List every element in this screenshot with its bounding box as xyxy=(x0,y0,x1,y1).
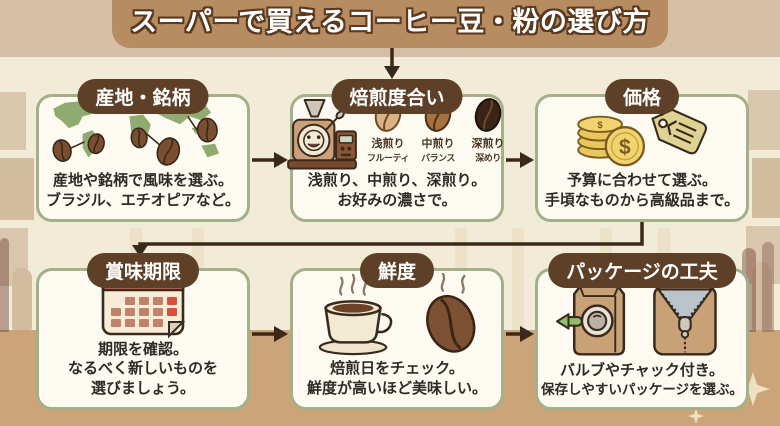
card-origin-brand-header: 産地・銘柄 xyxy=(77,79,209,114)
svg-text:$: $ xyxy=(597,121,603,132)
card-freshness: 鮮度 xyxy=(290,253,504,410)
shelf-bottle xyxy=(12,268,32,330)
card-package-text-line: 保存しやすいパッケージを選ぶ。 xyxy=(540,382,744,398)
shelf-dark-bottle xyxy=(0,238,9,332)
shelf-box xyxy=(752,158,780,218)
card-price: 価格 $ $ xyxy=(535,79,749,222)
connector-price-to-expiry xyxy=(138,222,644,246)
shelf-post xyxy=(512,228,524,330)
shelf-dark-bottle xyxy=(762,242,774,332)
card-roast-level-header: 焙煎度合い xyxy=(331,79,463,114)
card-price-header: 価格 xyxy=(604,79,680,114)
card-price-text-line: 手頃なものから高級品まで。 xyxy=(544,192,740,210)
card-freshness-text-line: 焙煎日をチェック。 xyxy=(330,360,464,378)
shelf-bottle xyxy=(752,262,772,330)
card-expiry-text-line: 選びましょう。 xyxy=(90,380,196,398)
card-freshness-text-line: 鮮度が高いほど美味しい。 xyxy=(306,380,487,398)
page-title: スーパーで買えるコーヒー豆・粉の選び方 xyxy=(130,7,650,37)
card-package-text-line: バルブやチャック付き。 xyxy=(559,362,725,380)
shelf-box xyxy=(748,90,780,150)
dark-roast-bean-icon xyxy=(474,98,502,133)
coffee-roaster-icon xyxy=(287,99,357,170)
card-expiry-text-line: なるべく新しいものを xyxy=(67,360,218,378)
valve-bag-and-zip-bag-icon xyxy=(555,285,717,356)
coins-and-price-tag-icon: $ $ xyxy=(577,97,708,167)
card-origin-brand: 産地・銘柄 xyxy=(36,79,250,222)
coffee-cup-and-bean-icon xyxy=(318,273,476,356)
card-package-features: パッケージの工夫 xyxy=(535,253,749,410)
card-freshness-header: 鮮度 xyxy=(359,253,435,288)
card-package-features-header: パッケージの工夫 xyxy=(548,253,736,288)
card-origin-text-line: ブラジル、エチオピアなど。 xyxy=(46,192,240,210)
card-roast-text-line: 浅煎り、中煎り、深煎り。 xyxy=(307,172,487,190)
card-expiry-date-header: 賞味期限 xyxy=(86,253,200,288)
roast-level-dark: 深煎り 深めり xyxy=(465,95,511,164)
card-roast-text-line: お好みの濃さで。 xyxy=(337,192,457,210)
title-banner: スーパーで買えるコーヒー豆・粉の選び方 xyxy=(112,0,668,48)
svg-text:$: $ xyxy=(619,136,631,159)
card-roast-level: 焙煎度合い xyxy=(287,79,505,222)
shelf-box xyxy=(0,158,34,220)
card-price-text-line: 予算に合わせて選ぶ。 xyxy=(566,172,717,190)
card-origin-text-line: 産地や銘柄で風味を選ぶ。 xyxy=(52,172,233,190)
card-expiry-date: 賞味期限 期限を確認。 なるべく xyxy=(36,253,250,410)
shelf-box xyxy=(0,92,26,150)
card-expiry-text-line: 期限を確認。 xyxy=(97,340,188,358)
